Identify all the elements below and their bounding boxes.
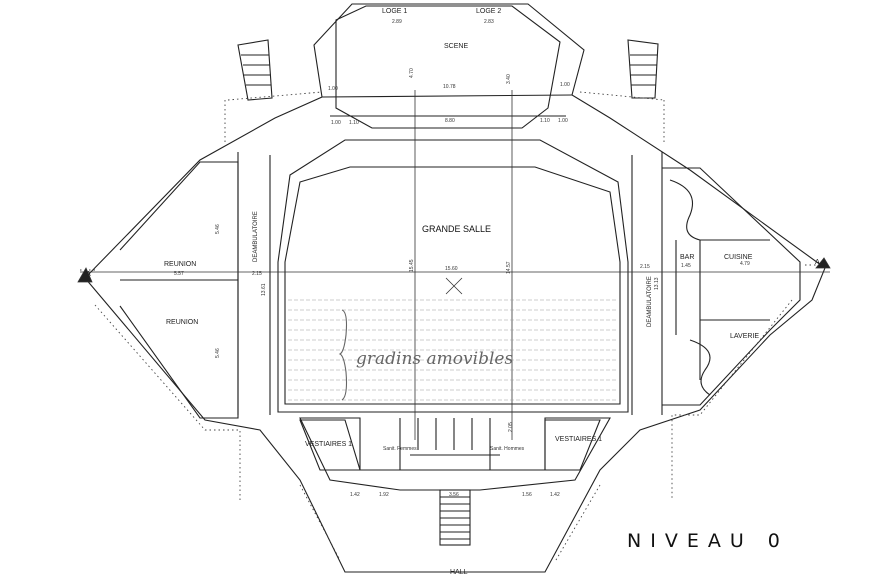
outer-wall bbox=[84, 3, 826, 573]
laverie-curve bbox=[689, 339, 711, 396]
dim-deamb-right-width: 2.15 bbox=[640, 264, 650, 270]
dim-hall-width: 15.60 bbox=[445, 266, 458, 272]
dim-bottom-c: 3.56 bbox=[449, 492, 459, 498]
dim-bar-width: 1.45 bbox=[681, 263, 691, 269]
dim-stage-left: 1.00 bbox=[328, 86, 338, 92]
main-hall-wall bbox=[277, 139, 629, 413]
terrace-dotted-edge bbox=[80, 91, 825, 561]
room-grande-salle: GRANDE SALLE bbox=[422, 224, 491, 234]
dim-reunion-depth-bottom: 5.46 bbox=[215, 348, 221, 358]
vestiaire-right-wall bbox=[544, 419, 601, 471]
dim-loge1-width: 2.89 bbox=[392, 19, 402, 25]
dim-hall-depth-a: 15.45 bbox=[409, 259, 415, 272]
room-laverie: LAVERIE bbox=[730, 333, 759, 340]
stair-top-left bbox=[237, 39, 273, 101]
dim-stage-depth-a: 4.70 bbox=[409, 68, 415, 78]
section-marker-right: A bbox=[815, 259, 820, 266]
dim-stage-width: 10.78 bbox=[443, 84, 456, 90]
room-reunion-bottom: REUNION bbox=[166, 319, 198, 326]
bar-curve bbox=[669, 179, 701, 241]
reunion-wing-wall bbox=[119, 161, 239, 419]
handwritten-annotation: gradins amovibles bbox=[356, 349, 513, 369]
level-title: NIVEAU 0 bbox=[627, 530, 789, 552]
dim-bottom-e: 1.42 bbox=[550, 492, 560, 498]
room-scene: SCENE bbox=[444, 43, 468, 50]
wc-cubicles bbox=[399, 418, 500, 470]
section-arrow-right bbox=[815, 257, 831, 269]
dim-front-right-a: 1.10 bbox=[540, 118, 550, 124]
dim-stage-right: 1.00 bbox=[560, 82, 570, 88]
dim-deamb-left-width: 2.15 bbox=[252, 271, 262, 277]
dim-hall-depth-b: 14.57 bbox=[506, 261, 512, 274]
sanitary-block bbox=[299, 417, 611, 491]
seating-brace bbox=[338, 309, 348, 401]
dim-front-left-a: 1.00 bbox=[331, 120, 341, 126]
bar-partition bbox=[675, 239, 770, 380]
wall-lines bbox=[84, 3, 826, 573]
room-sanit-hommes: Sanit. Hommes bbox=[490, 446, 525, 452]
entrance-stairs-treads bbox=[440, 496, 470, 540]
room-hall: HALL bbox=[450, 569, 468, 576]
dim-front-center: 8.80 bbox=[445, 118, 455, 124]
dim-reunion-width: 5.57 bbox=[174, 271, 184, 277]
dim-bottom-a: 1.42 bbox=[350, 492, 360, 498]
room-deambulatoire-left: DEAMBULATOIRE bbox=[253, 211, 259, 262]
stage-front-line bbox=[321, 94, 573, 98]
room-loge1: LOGE 1 bbox=[382, 8, 407, 15]
room-deambulatoire-right: DEAMBULATOIRE bbox=[647, 276, 653, 327]
dim-front-right-b: 1.00 bbox=[558, 118, 568, 124]
main-hall-inner-wall bbox=[284, 166, 621, 405]
dim-bottom-b: 1.92 bbox=[379, 492, 389, 498]
dim-front-left-b: 1.10 bbox=[349, 120, 359, 126]
cross-b bbox=[445, 277, 463, 295]
room-sanit-femmes: Sanit. Femmes bbox=[383, 446, 417, 452]
vestiaire-left-wall bbox=[299, 419, 361, 471]
dim-wc-depth: 2.05 bbox=[508, 422, 514, 432]
dim-reunion-depth-top: 5.46 bbox=[215, 224, 221, 234]
section-arrow-left bbox=[77, 267, 93, 283]
dim-deamb-left-length: 13.61 bbox=[261, 283, 267, 296]
dim-bottom-d: 1.56 bbox=[522, 492, 532, 498]
stair-top-right bbox=[627, 39, 659, 99]
dim-deamb-right-length: 13.13 bbox=[654, 277, 660, 290]
room-loge2: LOGE 2 bbox=[476, 8, 501, 15]
kitchen-wing-wall bbox=[662, 167, 801, 406]
dim-loge2-width: 2.83 bbox=[484, 19, 494, 25]
dim-stage-depth-b: 3.40 bbox=[506, 74, 512, 84]
section-marker-left: A bbox=[86, 271, 91, 278]
room-cuisine: CUISINE bbox=[724, 254, 753, 261]
section-axes bbox=[77, 90, 831, 440]
seating-rows bbox=[288, 299, 618, 401]
dim-cuisine-width: 4.79 bbox=[740, 261, 750, 267]
room-bar: BAR bbox=[680, 254, 694, 261]
room-reunion-top: REUNION bbox=[164, 261, 196, 268]
stage-wall bbox=[335, 5, 561, 129]
room-vestiaires-left: VESTIAIRES 1 bbox=[305, 441, 352, 448]
room-vestiaires-right: VESTIAIRES 1 bbox=[555, 436, 602, 443]
